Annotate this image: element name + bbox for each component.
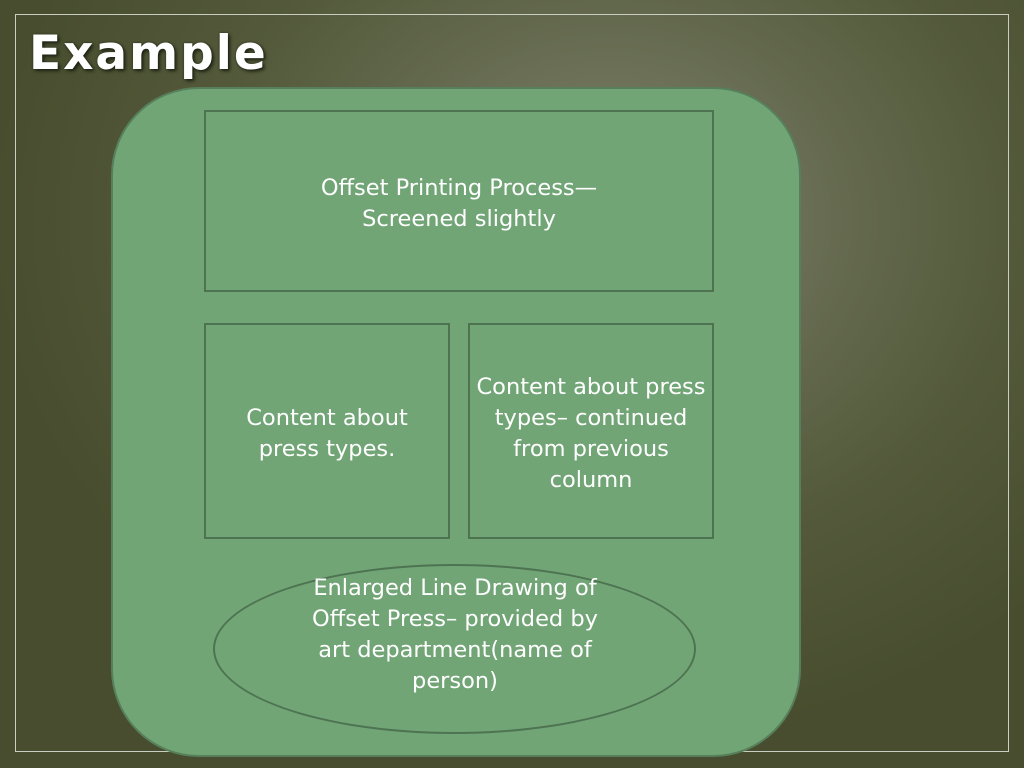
left-column-box-text: Content about press types. bbox=[246, 405, 408, 462]
top-content-box-text: Offset Printing Process— Screened slight… bbox=[320, 175, 598, 232]
right-column-box: Content about press types– continued fro… bbox=[468, 323, 714, 539]
image-ellipse-text: Enlarged Line Drawing of Offset Press– p… bbox=[312, 575, 598, 694]
slide-title: Example bbox=[29, 26, 268, 81]
right-column-box-text: Content about press types– continued fro… bbox=[476, 374, 706, 493]
left-column-box: Content about press types. bbox=[204, 323, 450, 539]
image-ellipse bbox=[213, 564, 696, 734]
top-content-box: Offset Printing Process— Screened slight… bbox=[204, 110, 714, 292]
